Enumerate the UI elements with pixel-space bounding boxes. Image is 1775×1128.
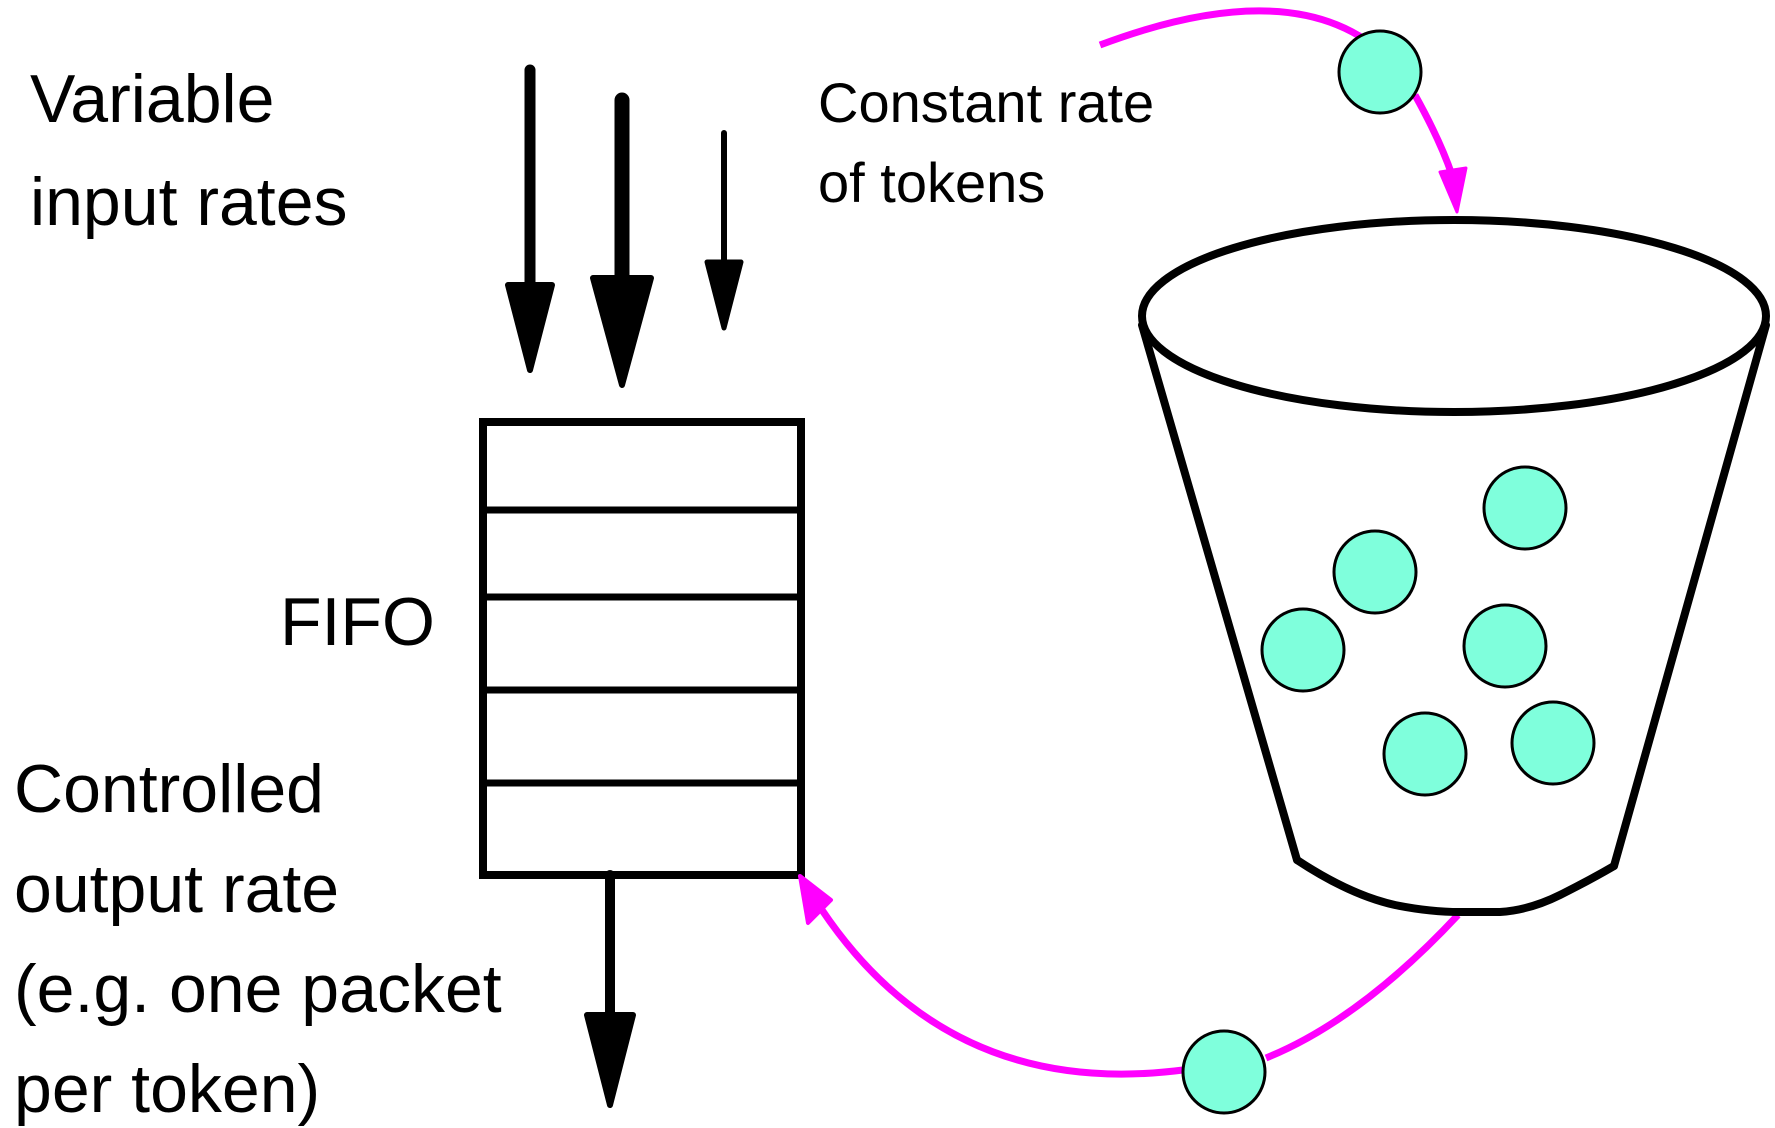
token-in-bucket [1482,465,1568,551]
token-output-path [798,874,1461,1078]
token-leaving [1181,1029,1267,1115]
fifo-label: FIFO [280,584,435,660]
token-in-bucket [1332,529,1418,615]
controlled-label-line2: output rate [14,851,339,927]
input-arrow-thick-icon [590,92,654,388]
constant-label-line1: Constant rate [818,71,1154,134]
output-arrow-icon [584,870,636,1108]
token-in-bucket [1510,700,1596,786]
token-input-path [1098,7,1468,214]
input-arrow-medium-icon [505,64,555,373]
fifo-box [479,418,805,879]
variable-input-label: Variable input rates [30,61,348,240]
constant-rate-label: Constant rate of tokens [818,71,1154,214]
token-in-bucket [1462,603,1548,689]
controlled-label-line1: Controlled [14,751,324,827]
bucket-rim [1138,216,1770,416]
token-in-bucket [1260,607,1346,693]
constant-label-line2: of tokens [818,151,1045,214]
token-falling [1337,29,1423,115]
controlled-label-line4: per token) [14,1051,320,1127]
fifo-queue [479,418,805,879]
tokens [1181,29,1596,1115]
input-arrows [505,64,744,388]
controlled-output-label: Controlled output rate (e.g. one packet … [14,751,502,1127]
token-in-bucket [1382,711,1468,797]
controlled-label-line3: (e.g. one packet [14,951,502,1027]
variable-label-line1: Variable [30,61,274,137]
input-arrow-thin-icon [704,130,744,331]
bucket-bottom [1293,856,1618,916]
bucket-right-wall [1610,321,1770,870]
bucket-left-wall [1138,321,1301,864]
variable-label-line2: input rates [30,164,348,240]
token-bucket [1138,216,1770,916]
